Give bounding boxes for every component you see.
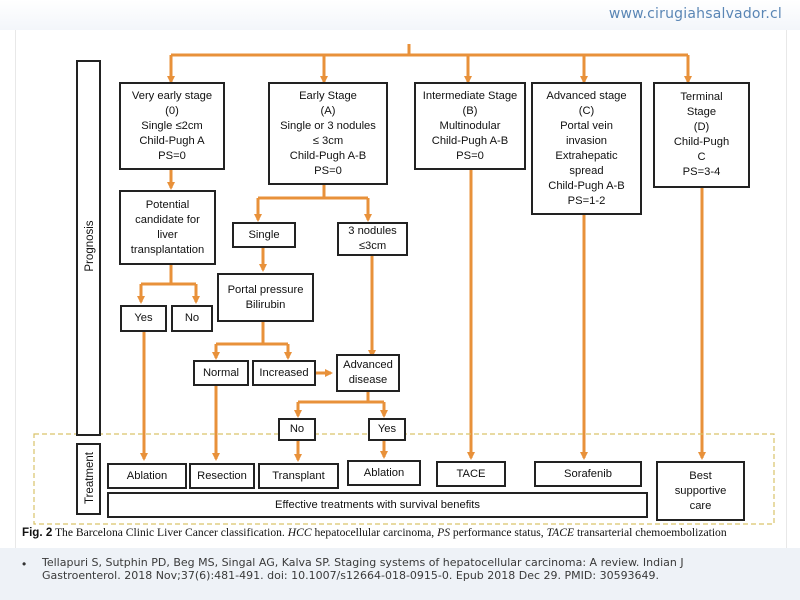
footer [0,548,800,600]
caption-label: Fig. 2 [22,526,53,539]
caption-text-4: transarterial chemoembolization [574,526,727,539]
treatment-label: Treatment [84,452,96,504]
bullet-icon: • [22,557,27,571]
caption-text-1: The Barcelona Clinic Liver Cancer classi… [52,526,288,539]
prognosis-label: Prognosis [84,220,96,272]
survival-benefits-bar: Effective treatments with survival benef… [107,492,648,518]
three-nodules-box: 3 nodules ≤3cm [337,222,408,256]
advanced-stage-box: Advanced stage (C) Portal vein invasion … [531,82,642,215]
terminal-stage-box: Terminal Stage (D) Child-Pugh C PS=3-4 [653,82,750,188]
normal-box: Normal [193,360,249,386]
portal-pressure-box: Portal pressure Bilirubin [217,273,314,322]
increased-box: Increased [252,360,316,386]
caption-abbr-ps: PS [437,526,450,539]
caption-text-3: performance status, [450,526,547,539]
sorafenib-box: Sorafenib [534,461,642,487]
figure-area: Prognosis Treatment Very early stage (0)… [15,30,787,555]
treatment-column: Treatment [76,443,101,515]
very-early-stage-box: Very early stage (0) Single ≤2cm Child-P… [119,82,225,170]
best-supportive-care-box: Best supportive care [656,461,745,521]
ablation-box-1: Ablation [107,463,187,489]
prognosis-column: Prognosis [76,60,101,436]
caption-text-2: hepatocellular carcinoma, [311,526,438,539]
tace-box: TACE [436,461,506,487]
early-stage-box: Early Stage (A) Single or 3 nodules ≤ 3c… [268,82,388,185]
caption-abbr-hcc: HCC [287,526,312,539]
no-box-2: No [278,418,316,441]
intermediate-stage-box: Intermediate Stage (B) Multinodular Chil… [414,82,526,170]
watermark: www.cirugiahsalvador.cl [608,6,782,22]
flow-connectors [33,44,775,525]
single-box: Single [232,222,296,248]
top-bar: www.cirugiahsalvador.cl [0,0,800,30]
ablation-box-2: Ablation [347,460,421,486]
reference-citation: Tellapuri S, Sutphin PD, Beg MS, Singal … [42,556,684,582]
yes-box-2: Yes [368,418,406,441]
yes-box-1: Yes [120,305,167,332]
advanced-disease-box: Advanced disease [336,354,400,392]
no-box-1: No [171,305,213,332]
resection-box: Resection [189,463,255,489]
transplant-box: Transplant [258,463,339,489]
figure-caption: Fig. 2 The Barcelona Clinic Liver Cancer… [22,526,792,539]
transplant-candidate-box: Potential candidate for liver transplant… [119,190,216,265]
caption-abbr-tace: TACE [546,526,575,539]
